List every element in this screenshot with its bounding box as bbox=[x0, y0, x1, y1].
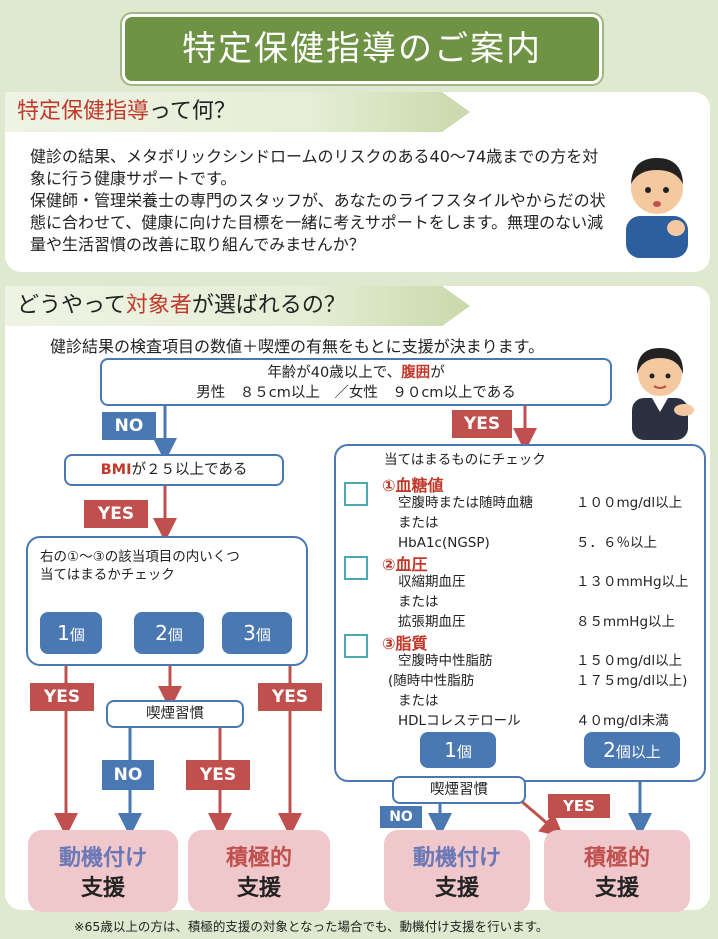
result-title: 動機付け bbox=[412, 846, 501, 871]
checkbox-blood-sugar[interactable] bbox=[344, 482, 368, 506]
result-title: 動機付け bbox=[58, 846, 147, 871]
header-highlight: 特定保健指導 bbox=[17, 99, 150, 124]
smoking-box-left: 喫煙習慣 bbox=[106, 700, 244, 728]
header-text: って何？ bbox=[149, 99, 236, 124]
hdl-label: HDLコレステロール bbox=[398, 713, 521, 729]
item-blood-sugar: ①血糖値 bbox=[382, 476, 444, 495]
no-tag-waist: NO bbox=[102, 412, 156, 440]
lipid-fasting: 空腹時中性脂肪 bbox=[398, 653, 493, 669]
section2-header: どうやって対象者が選ばれるの？ bbox=[5, 286, 470, 326]
result-motivational-1: 動機付け 支援 bbox=[28, 830, 178, 912]
yes-tag-count3: YES bbox=[258, 683, 322, 711]
or-text: または bbox=[398, 594, 439, 610]
blood-sugar-b: HbA1c(NGSP) bbox=[398, 535, 490, 551]
section1-header: 特定保健指導って何？ bbox=[5, 92, 470, 132]
no-tag-smoking-right: NO bbox=[380, 806, 422, 828]
bp-diastolic-value: ８５mmHg以上 bbox=[576, 614, 676, 630]
result-active-1: 積極的 支援 bbox=[188, 830, 330, 912]
flow-intro: 健診結果の検査項目の数値＋喫煙の有無をもとに支援が決まります。 bbox=[50, 337, 545, 356]
top-line2: 男性 ８５cm以上 ／女性 ９０cm以上である bbox=[196, 385, 516, 401]
result-motivational-2: 動機付け 支援 bbox=[384, 830, 530, 912]
man-thinking-icon bbox=[626, 158, 688, 258]
checkbox-lipid[interactable] bbox=[344, 634, 368, 658]
footnote: ※65歳以上の方は、積極的支援の対象となった場合でも、動機付け支援を行います。 bbox=[74, 919, 549, 934]
yes-tag-smoking-left: YES bbox=[186, 760, 250, 790]
lipid-random: (随時中性脂肪 bbox=[388, 673, 475, 689]
result-sub: 支援 bbox=[594, 876, 639, 901]
yes-tag-bmi: YES bbox=[84, 500, 148, 528]
yes-tag-smoking-right: YES bbox=[548, 794, 610, 818]
bmi-condition-box: BMIが２５以上である bbox=[64, 454, 284, 486]
header-text-post: が選ばれるの？ bbox=[191, 293, 346, 318]
result-title: 積極的 bbox=[583, 846, 650, 871]
result-title: 積極的 bbox=[225, 846, 292, 871]
item-lipid: ③脂質 bbox=[382, 634, 428, 653]
yes-tag-waist: YES bbox=[452, 410, 512, 438]
result-sub: 支援 bbox=[434, 876, 479, 901]
bp-systolic: 収縮期血圧 bbox=[398, 574, 466, 590]
result-active-2: 積極的 支援 bbox=[544, 830, 690, 912]
checkbox-blood-pressure[interactable] bbox=[344, 556, 368, 580]
check-title: 当てはまるものにチェック bbox=[384, 452, 546, 468]
bp-diastolic: 拡張期血圧 bbox=[398, 614, 466, 630]
intro-text: 健診の結果、メタボリックシンドロームのリスクのある40～74歳までの方を対象に行… bbox=[30, 146, 610, 256]
item-blood-pressure: ②血圧 bbox=[382, 555, 428, 574]
header-text-pre: どうやって bbox=[17, 293, 126, 318]
risk-check-box bbox=[334, 444, 706, 782]
bmi-label: BMI bbox=[100, 462, 132, 478]
count-2-button[interactable]: 2個 bbox=[134, 612, 204, 654]
lipid-fasting-value: １５０mg/dl以上 bbox=[576, 653, 683, 669]
lipid-random-value: １７５mg/dl以上) bbox=[576, 673, 688, 689]
blood-sugar-a: 空腹時または随時血糖 bbox=[398, 495, 533, 511]
yes-tag-count1: YES bbox=[30, 683, 94, 711]
count-question: 右の①～③の該当項目の内いくつ当てはまるかチェック bbox=[40, 549, 240, 583]
top-line1-pre: 年齢が40歳以上で、 bbox=[267, 365, 402, 381]
top-line1-post: が bbox=[430, 365, 445, 381]
woman-guide-icon bbox=[632, 348, 694, 440]
hdl-value: ４０mg/dl未満 bbox=[576, 713, 669, 729]
result-sub: 支援 bbox=[80, 876, 125, 901]
bp-systolic-value: １３０mmHg以上 bbox=[576, 574, 689, 590]
or-text: または bbox=[398, 515, 439, 531]
blood-sugar-a-value: １００mg/dl以上 bbox=[576, 495, 683, 511]
blood-sugar-b-value: ５．６％以上 bbox=[576, 535, 657, 551]
smoking-box-right: 喫煙習慣 bbox=[392, 776, 526, 804]
no-tag-smoking-left: NO bbox=[102, 760, 154, 790]
count-3-button[interactable]: 3個 bbox=[222, 612, 292, 654]
risk-2plus-button[interactable]: 2個以上 bbox=[584, 732, 680, 768]
bmi-text: が２５以上である bbox=[131, 462, 248, 478]
count-1-button[interactable]: 1個 bbox=[40, 612, 102, 654]
page-title: 特定保健指導のご案内 bbox=[122, 14, 602, 84]
or-text: または bbox=[398, 693, 439, 709]
header-highlight: 対象者 bbox=[125, 293, 192, 318]
result-sub: 支援 bbox=[236, 876, 281, 901]
intro-p1: 健診の結果、メタボリックシンドロームのリスクのある40～74歳までの方を対象に行… bbox=[30, 147, 599, 188]
risk-1-button[interactable]: 1個 bbox=[420, 732, 496, 768]
intro-p2: 保健師・管理栄養士の専門のスタッフが、あなたのライフスタイルやからだの状態に合わ… bbox=[30, 191, 606, 254]
waist-condition-box: 年齢が40歳以上で、腹囲が 男性 ８５cm以上 ／女性 ９０cm以上である bbox=[100, 358, 612, 406]
waist-label: 腹囲 bbox=[401, 365, 431, 381]
